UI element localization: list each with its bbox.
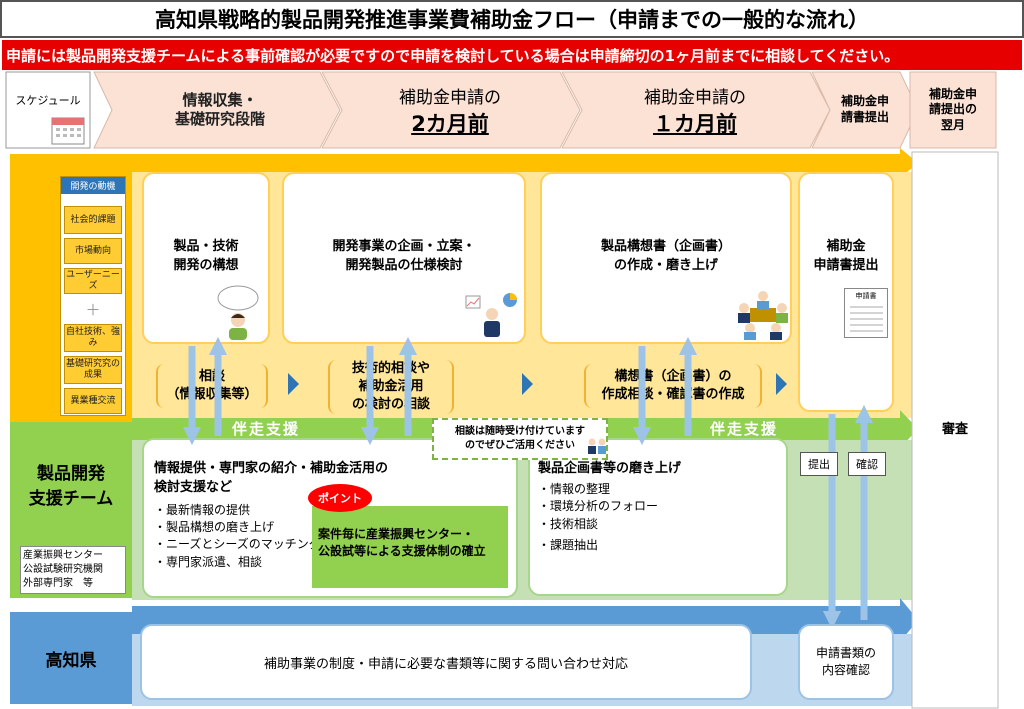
phase-3: 補助金申請の １カ月前 (644, 87, 746, 136)
team-members: 産業振興センター 公設試験研究機関 外部専門家 等 (20, 546, 126, 594)
consult-note: 相談は随時受け付けていますのでぜひご活用ください (432, 418, 608, 460)
pref-row-header-bg (10, 612, 132, 704)
phase-4: 補助金申請書提出 (840, 94, 889, 124)
page-title: 高知県戦略的製品開発推進事業費補助金フロー（申請までの一般的な流れ） (0, 0, 1024, 38)
consultants-icon (588, 438, 606, 454)
support-label-left: 伴走支援 (232, 420, 301, 438)
calendar-icon (51, 117, 85, 145)
motive-cross-industry: 異業種交流 (64, 388, 122, 414)
schedule-chevrons (5, 71, 997, 149)
phase-1: 情報収集・基礎研究段階 (174, 90, 265, 129)
application-sheet-icon: 申請書 (844, 288, 888, 338)
team-row-header: 製品開発支援チーム (28, 463, 114, 510)
phase-chevron-2 (321, 71, 581, 149)
sheet-heading: 申請書 (855, 292, 877, 300)
phase-last-cell (909, 71, 997, 149)
review-label: 審査 (941, 422, 968, 437)
flow-arrow-3 (776, 373, 787, 395)
pref-row-header: 高知県 (45, 650, 97, 671)
sme-band-arrow (132, 148, 918, 178)
schedule-label: スケジュール (15, 94, 81, 107)
flow-arrow-1 (288, 373, 299, 395)
team-box-right: 製品企画書等の磨き上げ ・情報の整理 ・環境分析のフォロー ・技術相談 ・課題抽… (528, 438, 788, 596)
point-badge: ポイント (308, 484, 372, 512)
plus-icon: ＋ (85, 300, 101, 319)
support-label-right: 伴走支援 (710, 420, 779, 438)
point-box: 案件毎に産業振興センター・ 公設試等による支援体制の確立 (312, 506, 508, 588)
submit-tag: 提出 (800, 452, 838, 476)
support-left-items: ・最新情報の提供 ・製品構想の磨き上げ ・ニーズとシーズのマッチング ・専門家派… (154, 502, 321, 569)
pref-check-box: 申請書類の内容確認 (798, 624, 894, 700)
flow-arrow-2 (522, 373, 533, 395)
meeting-people-icon (738, 291, 788, 340)
phase-chevron-3 (561, 71, 831, 149)
motives-title: 開発の動機 (61, 177, 125, 194)
motive-market: 市場動向 (64, 238, 122, 264)
motive-social: 社会的課題 (64, 206, 122, 234)
motive-own-tech: 自社技術、強み (64, 324, 122, 352)
phase-chevron-1 (93, 71, 341, 149)
phase-last: 補助金申請提出の翌月 (928, 86, 977, 132)
phase-2: 補助金申請の 2カ月前 (399, 87, 501, 136)
review-column (911, 151, 999, 709)
confirm-tag: 確認 (848, 452, 886, 476)
pref-inquiry-box: 補助事業の制度・申請に必要な書類等に関する問い合わせ対応 (140, 624, 752, 700)
sme-box-concept: 製品・技術開発の構想 (142, 172, 270, 344)
motive-research: 基礎研究究の成果 (64, 356, 122, 384)
thinking-person-icon (217, 285, 259, 340)
notice-banner: 申請には製品開発支援チームによる事前確認が必要ですので申請を検討している場合は申… (2, 40, 1022, 70)
sme-box-planning: 開発事業の企画・立案・開発製品の仕様検討 (282, 172, 526, 344)
presenter-icon (465, 293, 517, 337)
motive-user-needs: ユーザーニーズ (64, 268, 122, 294)
